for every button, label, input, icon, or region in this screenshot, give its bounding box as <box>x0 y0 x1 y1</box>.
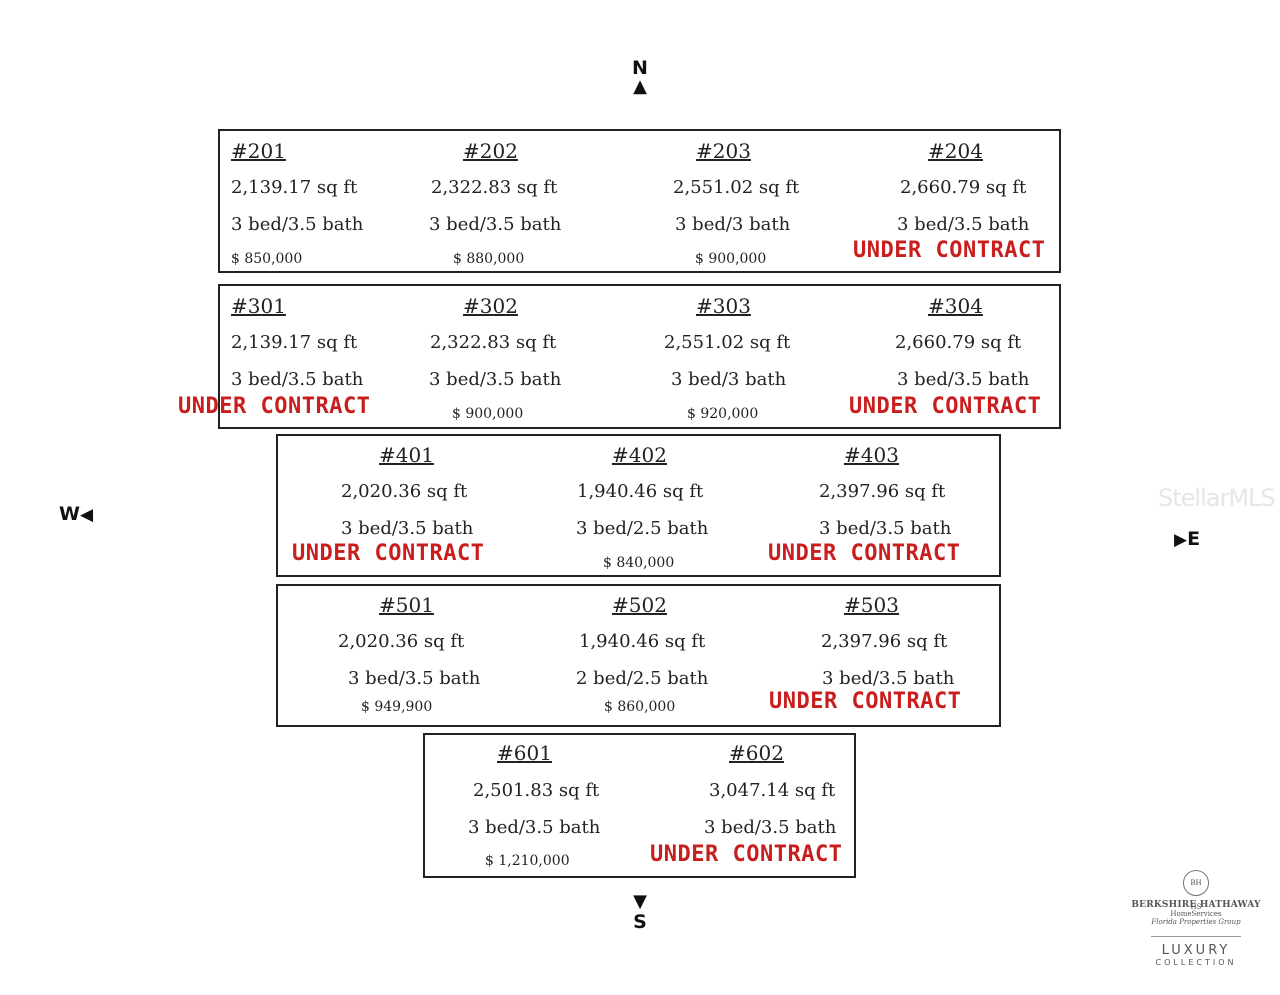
unit-bed-bath: 3 bed/3.5 bath <box>468 817 601 838</box>
brokerage-logo: BH HS BERKSHIRE HATHAWAY HomeServices Fl… <box>1128 870 1264 967</box>
floor-block <box>218 129 1061 273</box>
unit-bed-bath: 3 bed/3.5 bath <box>429 214 562 235</box>
unit-number: #402 <box>612 443 667 467</box>
unit-price: $ 840,000 <box>603 555 675 571</box>
compass-north: N ▲ <box>631 58 649 96</box>
east-label: E <box>1187 528 1201 550</box>
compass-west: W◀ <box>59 503 93 525</box>
logo-line-4: LUXURY <box>1161 943 1231 958</box>
unit-bed-bath: 3 bed/3.5 bath <box>341 518 474 539</box>
floor-block <box>423 733 856 878</box>
unit-square-footage: 2,397.96 sq ft <box>821 631 948 652</box>
logo-line-5: COLLECTION <box>1155 958 1237 967</box>
floor-block <box>276 434 1001 577</box>
under-contract-label: UNDER CONTRACT <box>853 238 1046 263</box>
unit-number: #502 <box>612 593 667 617</box>
logo-line-3: Florida Properties Group <box>1151 918 1241 926</box>
unit-square-footage: 2,551.02 sq ft <box>673 177 800 198</box>
unit-bed-bath: 3 bed/3.5 bath <box>822 668 955 689</box>
unit-price: $ 949,900 <box>361 699 433 715</box>
unit-price: $ 900,000 <box>695 251 767 267</box>
unit-square-footage: 2,551.02 sq ft <box>664 332 791 353</box>
unit-square-footage: 2,322.83 sq ft <box>431 177 558 198</box>
unit-number: #503 <box>844 593 899 617</box>
unit-price: $ 850,000 <box>231 251 303 267</box>
unit-price: $ 900,000 <box>452 406 524 422</box>
unit-number: #201 <box>231 139 286 163</box>
unit-square-footage: 2,660.79 sq ft <box>895 332 1022 353</box>
south-label: S <box>633 911 647 933</box>
logo-divider <box>1151 936 1241 937</box>
unit-square-footage: 1,940.46 sq ft <box>579 631 706 652</box>
unit-price: $ 860,000 <box>604 699 676 715</box>
unit-square-footage: 2,139.17 sq ft <box>231 332 358 353</box>
under-contract-label: UNDER CONTRACT <box>849 394 1042 419</box>
floor-block <box>276 584 1001 727</box>
unit-square-footage: 2,501.83 sq ft <box>473 780 600 801</box>
unit-square-footage: 2,020.36 sq ft <box>341 481 468 502</box>
unit-number: #304 <box>928 294 983 318</box>
compass-south: ▼ S <box>631 891 649 934</box>
unit-bed-bath: 3 bed/3.5 bath <box>429 369 562 390</box>
unit-bed-bath: 3 bed/3.5 bath <box>897 369 1030 390</box>
compass-east: ▶E <box>1174 528 1200 550</box>
unit-bed-bath: 3 bed/2.5 bath <box>576 518 709 539</box>
seal-icon: BH HS <box>1183 870 1209 911</box>
unit-number: #204 <box>928 139 983 163</box>
unit-bed-bath: 3 bed/3.5 bath <box>819 518 952 539</box>
unit-number: #602 <box>729 741 784 765</box>
under-contract-label: UNDER CONTRACT <box>650 842 843 867</box>
unit-price: $ 880,000 <box>453 251 525 267</box>
logo-line-2: HomeServices <box>1170 910 1222 918</box>
unit-price: $ 1,210,000 <box>485 853 570 869</box>
under-contract-label: UNDER CONTRACT <box>178 394 371 419</box>
north-arrow-icon: ▲ <box>633 76 647 97</box>
logo-line-1: BERKSHIRE HATHAWAY <box>1131 900 1261 910</box>
unit-number: #401 <box>379 443 434 467</box>
unit-number: #601 <box>497 741 552 765</box>
unit-bed-bath: 3 bed/3 bath <box>671 369 787 390</box>
unit-price: $ 920,000 <box>687 406 759 422</box>
unit-number: #403 <box>844 443 899 467</box>
unit-square-footage: 1,940.46 sq ft <box>577 481 704 502</box>
unit-number: #303 <box>696 294 751 318</box>
unit-number: #301 <box>231 294 286 318</box>
floor-block <box>218 284 1061 429</box>
unit-square-footage: 2,020.36 sq ft <box>338 631 465 652</box>
unit-square-footage: 2,397.96 sq ft <box>819 481 946 502</box>
unit-square-footage: 2,660.79 sq ft <box>900 177 1027 198</box>
unit-bed-bath: 3 bed/3.5 bath <box>348 668 481 689</box>
under-contract-label: UNDER CONTRACT <box>769 689 962 714</box>
unit-square-footage: 2,322.83 sq ft <box>430 332 557 353</box>
north-label: N <box>632 57 648 79</box>
unit-square-footage: 2,139.17 sq ft <box>231 177 358 198</box>
unit-bed-bath: 3 bed/3 bath <box>675 214 791 235</box>
west-label: W <box>59 503 80 525</box>
unit-number: #501 <box>379 593 434 617</box>
unit-number: #203 <box>696 139 751 163</box>
unit-bed-bath: 3 bed/3.5 bath <box>897 214 1030 235</box>
unit-number: #202 <box>463 139 518 163</box>
unit-bed-bath: 2 bed/2.5 bath <box>576 668 709 689</box>
watermark: StellarMLS <box>1158 484 1276 512</box>
unit-bed-bath: 3 bed/3.5 bath <box>231 214 364 235</box>
unit-bed-bath: 3 bed/3.5 bath <box>704 817 837 838</box>
unit-square-footage: 3,047.14 sq ft <box>709 780 836 801</box>
under-contract-label: UNDER CONTRACT <box>292 541 485 566</box>
west-arrow-icon: ◀ <box>79 505 94 525</box>
under-contract-label: UNDER CONTRACT <box>768 541 961 566</box>
south-arrow-icon: ▼ <box>633 891 647 912</box>
unit-bed-bath: 3 bed/3.5 bath <box>231 369 364 390</box>
unit-number: #302 <box>463 294 518 318</box>
east-arrow-icon: ▶ <box>1174 530 1188 550</box>
